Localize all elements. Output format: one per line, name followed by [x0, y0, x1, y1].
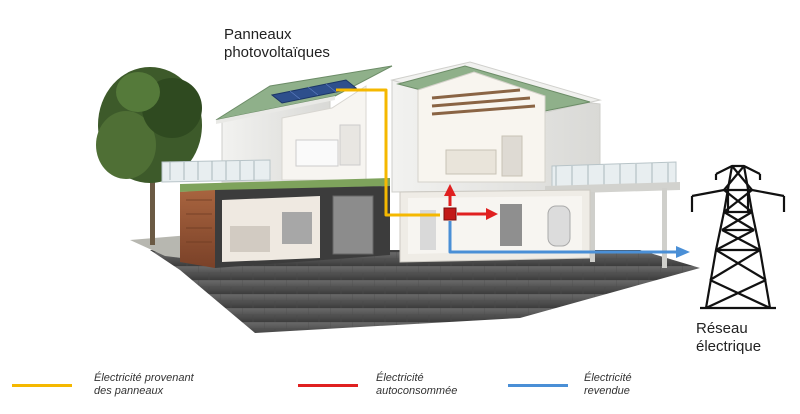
- legend-self-consumed-line-2: autoconsommée: [376, 385, 458, 397]
- panels-label: Panneaux photovoltaïques: [224, 26, 330, 62]
- grid-label-line-1: Réseau: [696, 320, 748, 337]
- legend-self-consumed-line-1: Électricité: [376, 372, 424, 384]
- left-balcony: [161, 159, 271, 183]
- solar-panel-icon: [270, 79, 358, 104]
- grid-label: Réseau électrique: [696, 320, 761, 356]
- electricity-pylon-icon: [690, 164, 786, 310]
- annex: [180, 178, 390, 268]
- flow-self-consumed: [444, 184, 498, 220]
- flow-solar: [336, 88, 440, 217]
- panels-label-line-2: photovoltaïques: [224, 44, 330, 61]
- legend-self-consumed-text: Électricité autoconsommée: [376, 372, 486, 398]
- flow-resold: [448, 221, 690, 258]
- left-house: [215, 65, 393, 183]
- legend-resold-line-2: revendue: [584, 385, 630, 397]
- right-house: [390, 61, 680, 268]
- legend-solar-text: Électricité provenant des panneaux: [94, 372, 234, 398]
- legend-resold-text: Électricité revendue: [584, 372, 674, 398]
- legend-solar-swatch: [12, 384, 72, 387]
- legend-solar-line-1: Électricité provenant: [94, 372, 194, 384]
- panels-label-line-1: Panneaux: [224, 26, 292, 43]
- legend-resold-line-1: Électricité: [584, 372, 632, 384]
- legend-solar-line-2: des panneaux: [94, 385, 164, 397]
- grid-label-line-2: électrique: [696, 338, 762, 355]
- legend-self-consumed-swatch: [298, 384, 358, 387]
- tree-icon: [96, 67, 202, 245]
- inverter-icon: [443, 207, 457, 221]
- legend-resold-swatch: [508, 384, 568, 387]
